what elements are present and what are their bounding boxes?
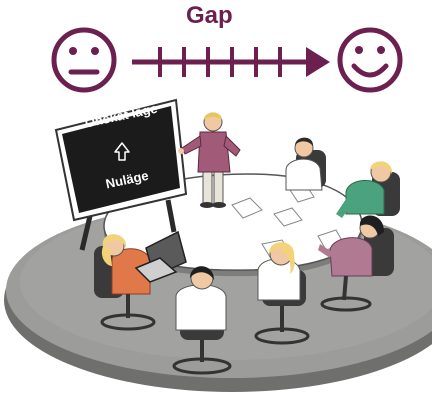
person-front-left	[172, 266, 232, 375]
up-arrow-icon	[114, 142, 130, 161]
neutral-face-icon	[51, 27, 117, 93]
laptop-icon	[134, 230, 187, 283]
person-back-center	[285, 137, 326, 191]
presenter-figure	[178, 112, 241, 208]
person-left-laptop	[94, 234, 156, 331]
gap-arrow	[132, 47, 330, 77]
smiling-face-icon	[337, 27, 403, 93]
gap-ticks	[158, 47, 282, 77]
person-right-top	[336, 161, 400, 218]
arrow-head-icon	[306, 47, 330, 77]
gap-label: Gap	[186, 2, 233, 29]
person-front-center	[254, 242, 310, 345]
person-right-bottom	[318, 215, 394, 312]
